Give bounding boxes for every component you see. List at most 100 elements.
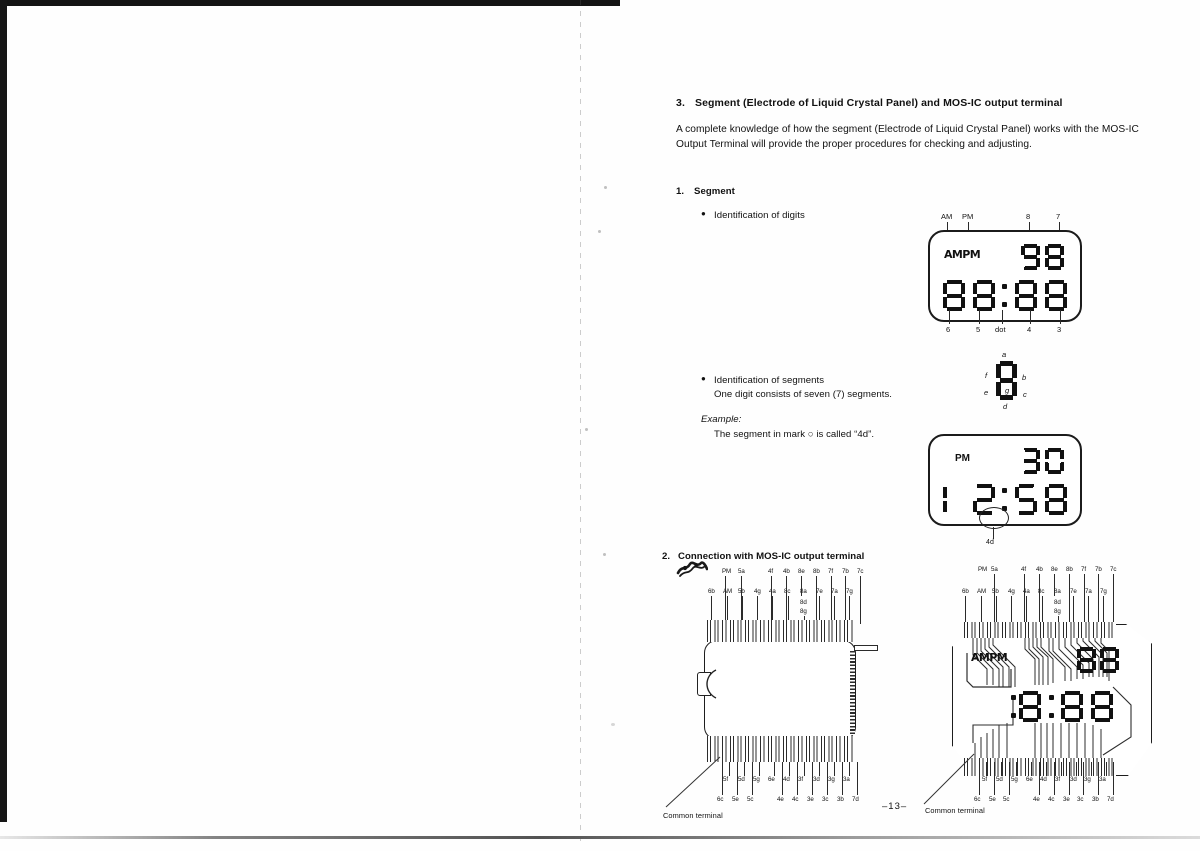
panel-leader	[981, 596, 982, 624]
segment-label-a: a	[1002, 350, 1007, 359]
scan-edge-bottom	[0, 836, 1200, 839]
segment-shape-8	[996, 361, 1018, 401]
panel-top-label-5b: 5b	[992, 588, 999, 595]
panel-top-pin-comb	[964, 622, 1116, 638]
ic-leader	[737, 762, 738, 795]
ic-top-label-8b: 8b	[813, 568, 820, 575]
example-digit-1	[943, 484, 966, 516]
segment-label-g: g	[1005, 386, 1010, 395]
ic-top-label-4a: 4a	[769, 588, 776, 595]
ic-leader	[834, 762, 835, 776]
panel-leader	[1046, 762, 1047, 776]
callout-6-label: 6	[946, 325, 951, 334]
ic-top-label-8e: 8e	[798, 568, 805, 575]
ic-bot2-label-3b: 3b	[837, 796, 844, 803]
panel-top-label-7a: 7a	[1085, 588, 1092, 595]
bullet-dot-icon-2: ●	[701, 374, 706, 383]
ic-leader	[772, 596, 773, 624]
panel-leader	[1098, 574, 1099, 624]
ic-tab	[854, 645, 878, 651]
ic-bot-label-5d: 5d	[738, 776, 745, 783]
ic-bot-label-3f: 3f	[798, 776, 803, 783]
panel-leader	[1039, 762, 1040, 795]
panel-leader	[1098, 762, 1099, 795]
panel-top-label-7c: 7c	[1110, 566, 1117, 573]
lcd-module-digits: AMPM	[928, 230, 1082, 322]
panel-bot2-label-4e: 4e	[1033, 796, 1040, 803]
ic-top-label-5a: 5a	[738, 568, 745, 575]
panel-leader	[1054, 762, 1055, 795]
segment-label-b: b	[1022, 373, 1027, 382]
callout-3-label: 3	[1057, 325, 1062, 334]
ic-top-label-8a: 8a	[800, 588, 807, 595]
digit-8	[1021, 244, 1041, 271]
ic-leader	[812, 762, 813, 795]
panel-leader	[994, 574, 995, 624]
ic-leader	[774, 762, 775, 776]
panel-bot-label-3g: 3g	[1084, 776, 1091, 783]
ic-leader	[819, 596, 820, 624]
common-terminal-label-left: Common terminal	[663, 811, 723, 820]
panel-leader	[1106, 762, 1107, 776]
ic-bot2-label-5e: 5e	[732, 796, 739, 803]
ic-top-pin-comb	[707, 620, 853, 642]
scan-edge-left	[0, 0, 7, 822]
panel-bot2-label-4c: 4c	[1048, 796, 1055, 803]
marked-segment-leader	[993, 527, 994, 539]
ic-top-label-7b: 7b	[842, 568, 849, 575]
ic-leader	[849, 762, 850, 776]
ic-leader	[727, 596, 728, 624]
ic-top-label-7a: 7a	[831, 588, 838, 595]
panel-top-label-5a: 5a	[991, 566, 998, 573]
ic-leader	[744, 762, 745, 776]
ic-package-body	[704, 640, 856, 740]
ic-leader	[782, 762, 783, 795]
panel-bot2-label-5e: 5e	[989, 796, 996, 803]
panel-leader	[965, 596, 966, 624]
example-digit-0	[1045, 448, 1065, 475]
subsection-1-title: Segment	[694, 186, 735, 197]
panel-bot2-label-7d: 7d	[1107, 796, 1114, 803]
panel-top-label-8e: 8e	[1051, 566, 1058, 573]
panel-digit-8a	[1077, 647, 1097, 674]
ic-bot-label-5g: 5g	[753, 776, 760, 783]
ic-bot2-label-5c: 5c	[747, 796, 754, 803]
panel-leader	[1069, 762, 1070, 795]
ic-leader	[742, 596, 743, 624]
panel-top-label-4a: 4a	[1023, 588, 1030, 595]
common-terminal-leader-left	[665, 756, 721, 808]
panel-bot-label-3f: 3f	[1055, 776, 1060, 783]
ic-leader	[771, 576, 772, 624]
panel-bot2-label-3e: 3e	[1063, 796, 1070, 803]
subsection-2-title: Connection with MOS-IC output terminal	[678, 551, 865, 562]
panel-leader	[1026, 596, 1027, 624]
panel-leader	[1069, 574, 1070, 624]
ic-leader	[725, 576, 726, 624]
panel-bot2-label-3b: 3b	[1092, 796, 1099, 803]
panel-top-label-4g: 4g	[1008, 588, 1015, 595]
digit-6	[943, 280, 966, 312]
panel-bot2-label-5c: 5c	[1003, 796, 1010, 803]
panel-top-label-8c: 8c	[1038, 588, 1045, 595]
callout-dot-label: dot	[995, 325, 1006, 334]
ic-leader	[759, 762, 760, 776]
panel-ampm-indicator: AMPM	[971, 651, 1008, 664]
digit-3	[1045, 280, 1068, 312]
panel-top-label-8a: 8a	[1054, 588, 1061, 595]
callout-3-leader	[1060, 310, 1061, 324]
panel-top-label-7e: 7e	[1070, 588, 1077, 595]
ic-bot-label-5f: 5f	[723, 776, 728, 783]
digit-4	[1015, 280, 1038, 312]
ic-leader	[816, 576, 817, 624]
ic-side-pins	[850, 651, 855, 735]
panel-leader	[1088, 596, 1089, 624]
panel-top-label-6b: 6b	[962, 588, 969, 595]
ic-top-label-7f: 7f	[828, 568, 833, 575]
panel-top-label-8d: 8d	[1054, 599, 1061, 606]
ic-leader	[757, 596, 758, 624]
marked-segment-circle-icon	[979, 507, 1009, 529]
ic-notch-arc-icon	[706, 669, 717, 699]
scan-speck	[598, 230, 601, 233]
ic-leader	[857, 762, 858, 795]
